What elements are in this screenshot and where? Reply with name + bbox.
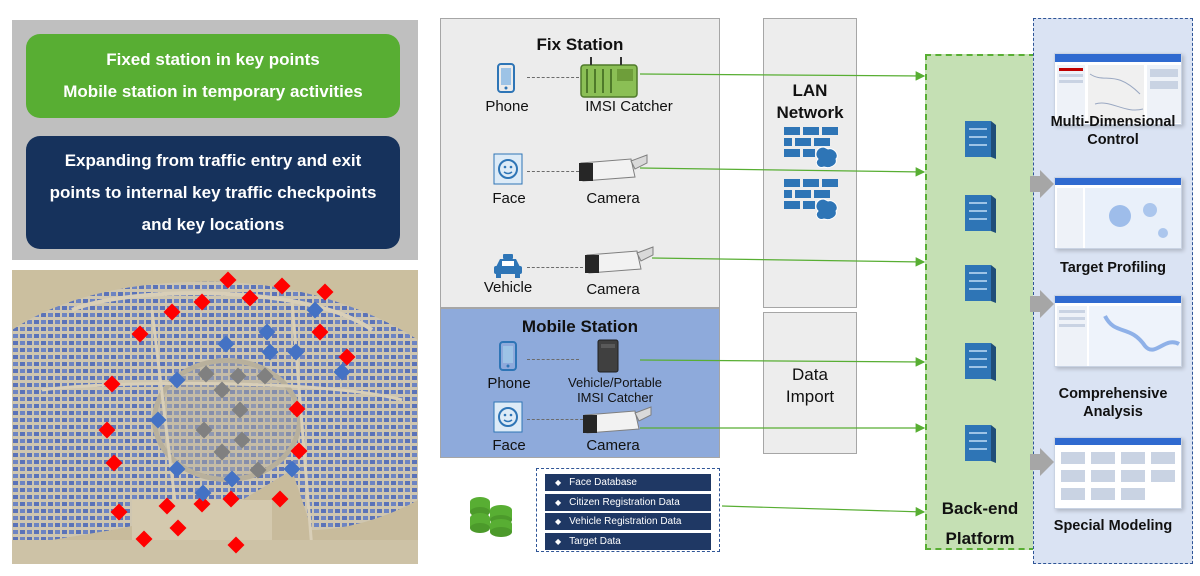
output-label-multi-dimensional: Multi-Dimensional Control	[1034, 113, 1192, 149]
camera-icon	[583, 406, 652, 434]
mobile-station-title: Mobile Station	[521, 317, 639, 336]
output-line: Comprehensive	[1058, 386, 1168, 402]
diamond-bullet-icon: ◆	[555, 536, 562, 546]
mobile-face-camera-label: Camera	[586, 437, 640, 454]
output-label-comprehensive-analysis: Comprehensive Analysis	[1034, 385, 1192, 421]
applications-panel: Multi-Dimensional Control Target Profili…	[1033, 18, 1193, 564]
data-import-line1: Data	[792, 365, 828, 384]
output-line: Multi-Dimensional	[1050, 114, 1176, 130]
fix-vehicle-camera-label: Camera	[586, 281, 640, 298]
map-image	[12, 270, 418, 564]
backend-platform-panel: Back-end Platform	[925, 54, 1035, 550]
navy-line-3: and key locations	[141, 214, 285, 234]
diamond-bullet-icon: ◆	[555, 478, 562, 487]
fix-phone-label: Phone	[485, 98, 529, 115]
database-icon	[470, 497, 512, 537]
camera-icon	[585, 246, 654, 274]
mobile-imsi-label-line2: IMSI Catcher	[577, 390, 653, 405]
mobile-phone-label: Phone	[487, 375, 531, 392]
database-item-label: Face Database	[569, 477, 637, 488]
output-line: Target Profiling	[1059, 260, 1167, 276]
green-line-1: Fixed station in key points	[106, 50, 320, 69]
dashboard-thumbnail	[1055, 54, 1181, 123]
server-icon	[965, 425, 996, 463]
marker-red	[227, 536, 245, 554]
database-item: ◆ Citizen Registration Data	[545, 493, 711, 511]
lan-network-panel: LAN Network	[763, 18, 857, 308]
fix-vehicle-label: Vehicle	[483, 279, 533, 296]
server-icon	[965, 195, 996, 233]
connector-dash	[527, 171, 579, 172]
output-line: Analysis	[1083, 404, 1143, 420]
connector-dash	[527, 419, 583, 420]
database-item: ◆ Vehicle Registration Data	[545, 513, 711, 530]
fix-station-panel: Fix Station Phone IMSI Catcher	[440, 18, 720, 308]
backend-label-line1: Back-end	[941, 499, 1019, 518]
lan-label-line1: LAN	[792, 81, 828, 100]
navy-line-1: Expanding from traffic entry and exit	[64, 150, 362, 170]
output-label-special-modeling: Special Modeling	[1034, 517, 1192, 535]
special-modeling-screenshot	[1054, 437, 1182, 509]
connector-dash	[527, 359, 579, 360]
mobile-face-label: Face	[492, 437, 526, 454]
comprehensive-analysis-screenshot	[1054, 295, 1182, 367]
firewall-icon	[784, 179, 838, 220]
deployment-strategy-panel: Fixed station in key points Mobile stati…	[12, 20, 418, 260]
mobile-station-panel: Mobile Station Phone Vehicle/Portable IM…	[440, 308, 720, 458]
server-icon	[965, 265, 996, 303]
database-item-label: Citizen Registration Data	[569, 496, 680, 508]
connector-dash	[527, 77, 579, 78]
station-types-box: Fixed station in key points Mobile stati…	[26, 34, 400, 118]
fix-face-camera-label: Camera	[586, 190, 640, 207]
green-line-2: Mobile station in temporary activities	[63, 82, 363, 101]
backend-label: Back-end Platform	[927, 494, 1033, 554]
connector-dash	[527, 267, 583, 268]
server-icon	[965, 343, 996, 381]
output-label-target-profiling: Target Profiling	[1034, 259, 1192, 277]
navy-line-2: points to internal key traffic checkpoin…	[49, 182, 377, 202]
phone-icon	[497, 63, 515, 93]
database-item-label: Vehicle Registration Data	[569, 516, 682, 527]
output-line: Control	[1087, 132, 1139, 148]
satellite-map	[12, 270, 418, 564]
firewall-icon	[784, 127, 838, 168]
data-import-line2: Import	[785, 387, 835, 406]
marker-red	[135, 530, 153, 548]
database-item-label: Target Data	[569, 535, 621, 547]
server-icon	[965, 121, 996, 159]
camera-icon	[579, 154, 648, 182]
expansion-box: Expanding from traffic entry and exit po…	[26, 136, 400, 249]
phone-icon	[499, 341, 517, 371]
fix-imsi-label: IMSI Catcher	[585, 98, 673, 115]
car-icon	[494, 254, 522, 278]
analysis-thumbnail	[1055, 296, 1181, 366]
face-icon	[493, 401, 523, 433]
database-item: ◆ Face Database	[545, 474, 711, 491]
face-icon	[493, 153, 523, 185]
map-thumbnail	[1055, 178, 1181, 248]
arrow-database-to-backend	[721, 505, 926, 517]
target-profiling-screenshot	[1054, 177, 1182, 249]
output-line: Special Modeling	[1053, 518, 1173, 534]
fix-face-label: Face	[492, 190, 526, 207]
data-import-panel: Data Import	[763, 312, 857, 454]
diamond-bullet-icon: ◆	[555, 497, 562, 507]
mobile-imsi-label-line1: Vehicle/Portable	[568, 375, 662, 390]
database-list: ◆ Face Database ◆ Citizen Registration Dat…	[536, 468, 720, 552]
marker-red	[169, 519, 187, 537]
portable-imsi-catcher-icon	[597, 339, 619, 373]
database-item: ◆ Target Data	[545, 532, 711, 550]
imsi-catcher-icon	[580, 57, 638, 98]
backend-label-line2: Platform	[945, 529, 1015, 548]
fix-station-title: Fix Station	[536, 35, 624, 54]
lan-label-line2: Network	[776, 103, 844, 122]
diamond-bullet-icon: ◆	[555, 517, 562, 526]
modeling-thumbnail	[1055, 438, 1181, 500]
multi-dimensional-control-screenshot	[1054, 53, 1182, 125]
